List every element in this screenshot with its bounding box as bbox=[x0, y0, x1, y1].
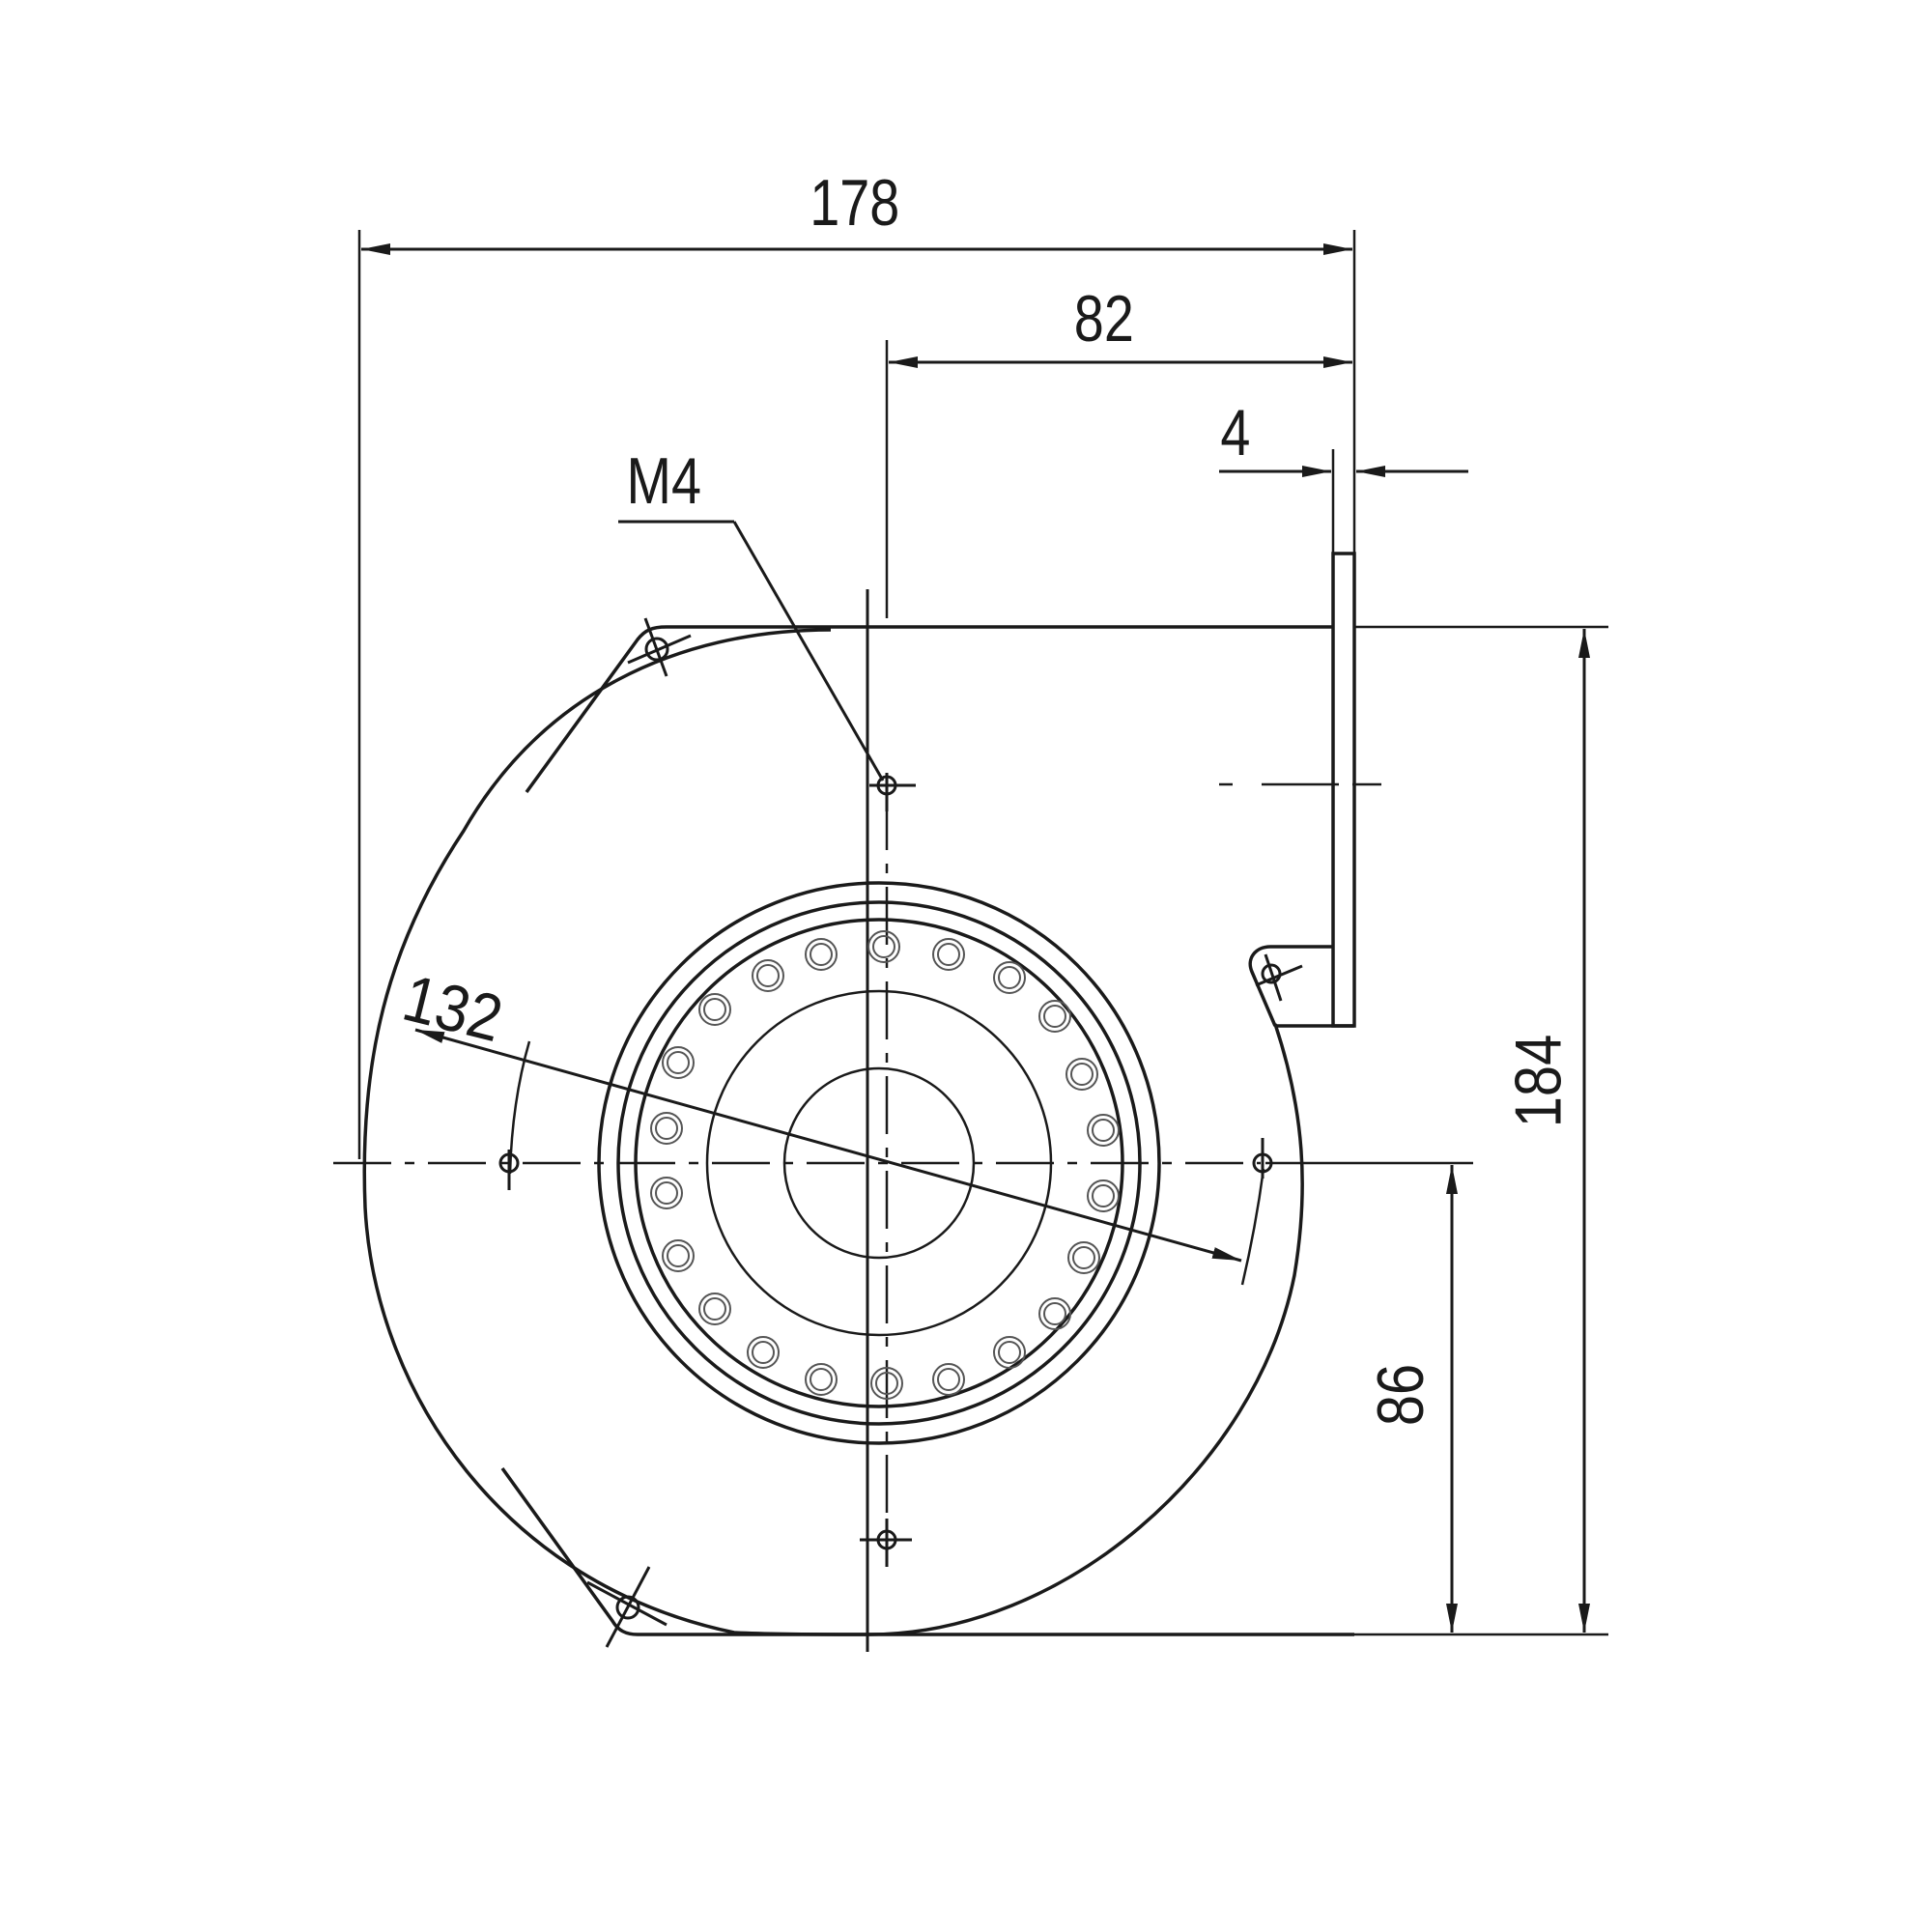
dim-label-178: 178 bbox=[810, 166, 900, 240]
inlet-rings bbox=[597, 881, 1161, 1445]
hole-bottom-left-tab bbox=[586, 1566, 668, 1648]
hole-right bbox=[1252, 1138, 1273, 1179]
impeller-blades bbox=[650, 930, 1120, 1400]
hole-flange-tab bbox=[1255, 953, 1303, 1002]
hub-circles bbox=[705, 989, 1053, 1337]
hole-top-left-tab bbox=[627, 617, 692, 677]
dim-label-184: 184 bbox=[1501, 1034, 1576, 1128]
dim-label-m4: M4 bbox=[626, 444, 701, 518]
hole-left bbox=[498, 1150, 520, 1190]
hole-top bbox=[869, 773, 916, 811]
dim-label-4: 4 bbox=[1220, 396, 1251, 469]
m4-leader bbox=[618, 520, 885, 781]
dim-132 bbox=[414, 1028, 1265, 1286]
hole-bottom bbox=[860, 1519, 912, 1567]
flange-plate bbox=[1331, 552, 1356, 1028]
mounting-holes bbox=[498, 617, 1303, 1648]
centerlines bbox=[333, 792, 1261, 1546]
dim-label-86: 86 bbox=[1363, 1363, 1437, 1427]
dim-label-82: 82 bbox=[1073, 282, 1134, 355]
housing-outline bbox=[362, 625, 1354, 1636]
